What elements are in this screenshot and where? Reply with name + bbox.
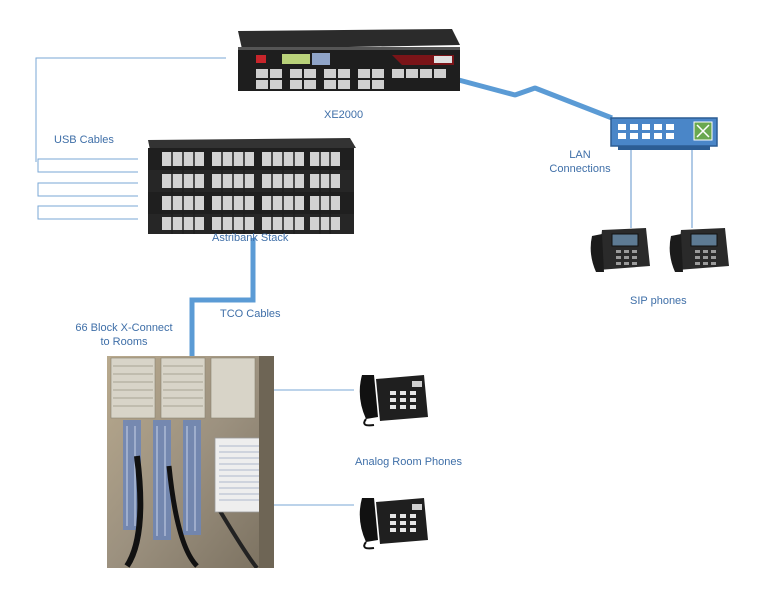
usb-cable-lines [37,158,138,220]
analog-room-phones-label: Analog Room Phones [355,456,463,468]
tco-cables-label: TCO Cables [220,308,281,320]
lan-connections-line1: LAN [569,149,591,161]
block-xconnect-line1: 66 Block X-Connect [75,322,173,334]
xe2000-appliance-icon [238,29,460,91]
block-xconnect-label: 66 Block X-Connect to Rooms [64,321,184,349]
xe2000-label: XE2000 [324,109,364,121]
usb-trunk-wire [35,57,226,162]
punch-down-block-photo [107,356,274,568]
analog-phone-icon [359,498,428,550]
lan-connections-label: LAN Connections [540,148,620,176]
network-switch-icon [610,117,718,150]
lan-link-wire [439,72,613,121]
usb-cables-label: USB Cables [54,134,114,146]
astribank-stack-icon [148,138,356,234]
astribank-stack-label: Astribank Stack [212,232,289,244]
sip-desk-phone-icon [590,228,650,272]
block-xconnect-line2: to Rooms [100,336,148,348]
tco-cable [189,238,256,356]
analog-phone-icon [359,375,428,427]
sip-desk-phone-icon [669,228,729,272]
lan-connections-line2: Connections [549,163,611,175]
sip-phones-label: SIP phones [630,295,687,307]
